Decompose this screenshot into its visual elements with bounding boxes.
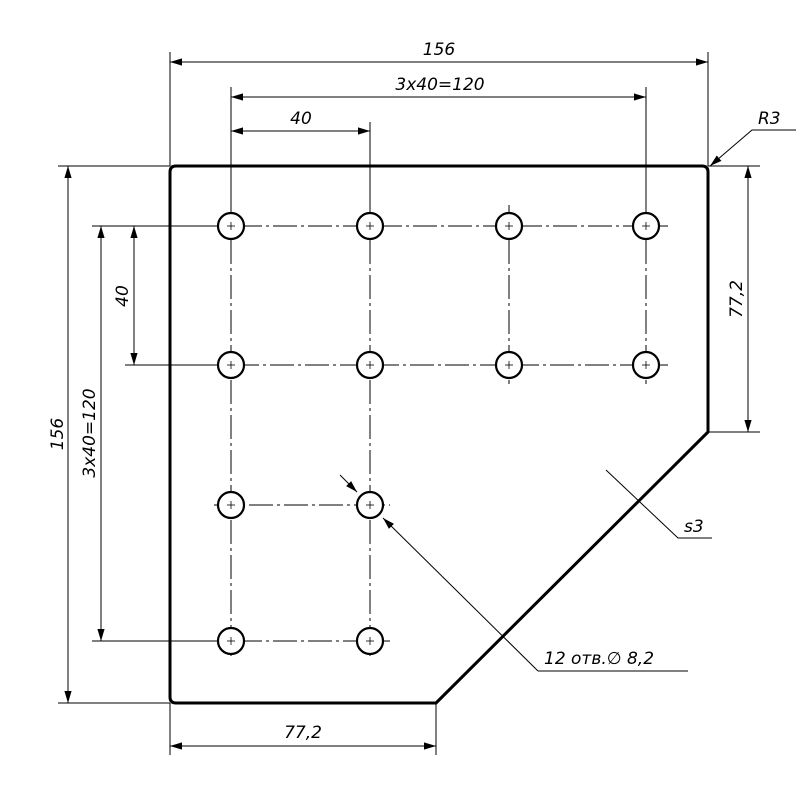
label-hole-pitch-v: 40 xyxy=(113,285,133,307)
plate-outline xyxy=(168,164,710,705)
label-overall-width: 156 xyxy=(423,40,456,60)
label-thickness: s3 xyxy=(684,517,704,537)
extension-lines xyxy=(58,52,760,755)
radius-leader xyxy=(709,129,796,167)
leaders xyxy=(339,129,796,672)
label-right-edge: 77,2 xyxy=(727,280,747,318)
labels: 156 3x40=120 40 R3 77,2 156 3x40=120 40 … xyxy=(48,40,781,743)
label-holes-callout: 12 отв.∅ 8,2 xyxy=(544,649,654,669)
center-lines xyxy=(98,205,668,660)
label-hole-span-v: 3x40=120 xyxy=(80,388,100,477)
label-overall-height: 156 xyxy=(48,418,68,451)
dimension-lines xyxy=(64,58,752,750)
thickness-leader xyxy=(605,469,712,539)
holes-group xyxy=(216,211,661,656)
label-corner-radius: R3 xyxy=(758,109,781,129)
label-bottom-edge: 77,2 xyxy=(284,723,322,743)
label-hole-pitch-h: 40 xyxy=(290,109,312,129)
hole-dia-arrow-outer xyxy=(339,474,358,493)
label-hole-span-h: 3x40=120 xyxy=(395,75,484,95)
